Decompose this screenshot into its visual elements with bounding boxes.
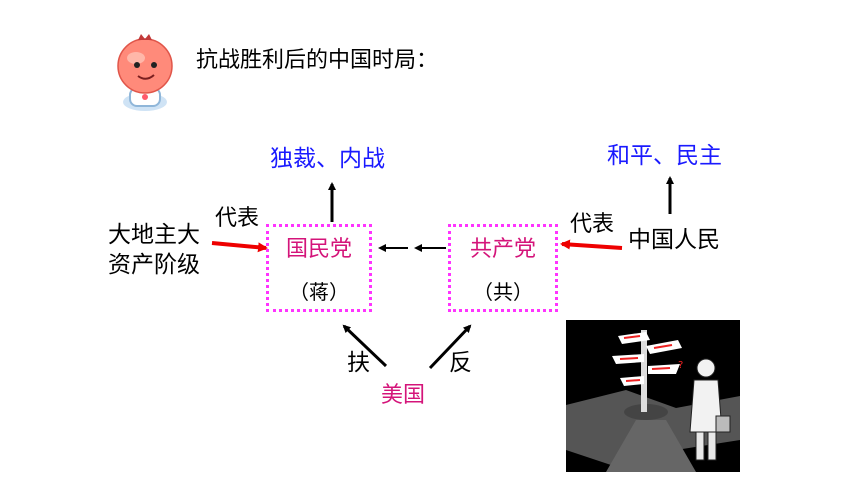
represent-arrow-cpc [560,239,623,250]
cpc-box: 共产党 （共） [448,224,558,312]
crossroads-clipart: ? [566,320,740,472]
cpc-represents-label: 代表 [570,212,615,237]
kmt-class-line-1: 大地主大 [108,222,200,248]
usa-support-arrow [342,324,388,368]
cpc-outcome: 和平、民主 [607,143,722,169]
cpc-represented-class: 中国人民 [628,227,720,253]
page-title: 抗战胜利后的中国时局： [196,48,439,73]
usa-oppose-label: 反 [449,350,472,376]
usa-oppose-arrow [428,324,472,370]
represent-arrow-kmt [211,241,268,253]
crossroads-signpost-thinker-icon: ? [566,330,740,472]
usa-name: 美国 [381,383,426,408]
kmt-leader: （蒋） [289,280,349,304]
cpc-name: 共产党 [469,237,536,262]
kmt-box: 国民党 （蒋） [266,224,372,312]
pomegranate-mascot-icon [117,34,173,111]
kmt-outcome: 独裁、内战 [270,146,385,172]
svg-text:?: ? [678,360,683,371]
kmt-represents-label: 代表 [215,206,260,231]
kmt-name: 国民党 [285,237,352,262]
kmt-class-line-2: 资产阶级 [108,252,200,278]
usa-support-label: 扶 [347,350,370,376]
cpc-leader: （共） [473,280,533,304]
